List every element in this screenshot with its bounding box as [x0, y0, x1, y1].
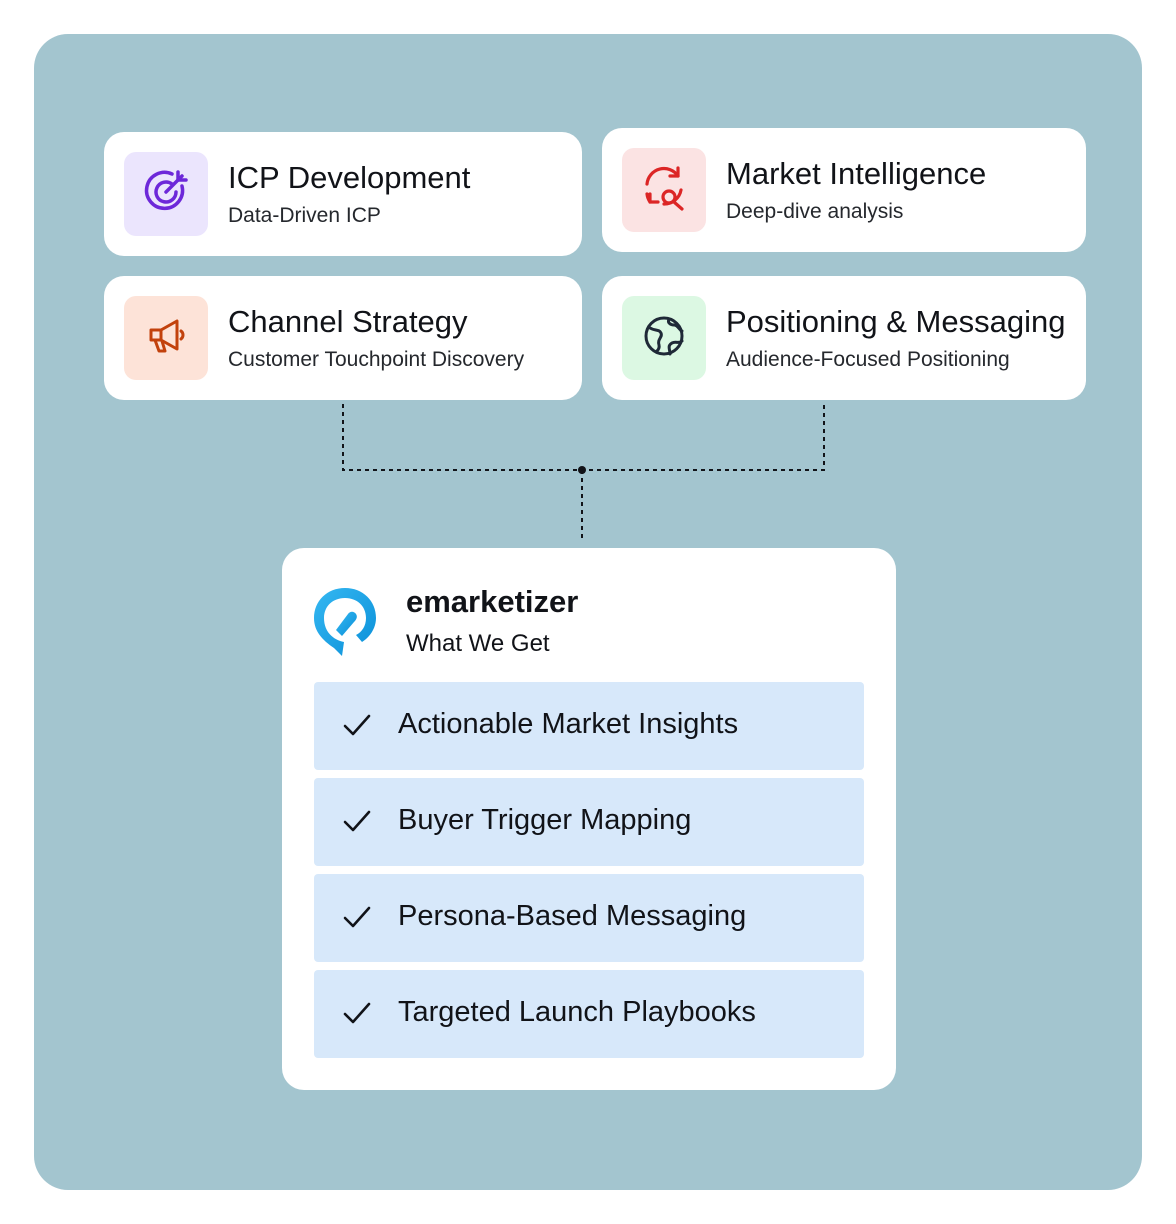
card-subtitle: Audience-Focused Positioning: [726, 348, 1010, 371]
brand-name: emarketizer: [406, 584, 579, 619]
benefit-label: Persona-Based Messaging: [398, 900, 747, 932]
card-title: Positioning & Messaging: [726, 304, 1066, 339]
icon-box-positioning: [622, 296, 706, 380]
benefit-item: Targeted Launch Playbooks: [314, 970, 864, 1058]
card-icp-development: ICP Development Data-Driven ICP: [104, 132, 582, 256]
target-icon: [138, 164, 194, 225]
check-icon: [342, 904, 372, 930]
connector-junction-dot: [578, 466, 586, 474]
card-title: Market Intelligence: [726, 156, 987, 191]
benefit-item: Persona-Based Messaging: [314, 874, 864, 962]
globe-icon: [639, 311, 689, 366]
benefit-label: Targeted Launch Playbooks: [398, 996, 756, 1028]
card-positioning-messaging: Positioning & Messaging Audience-Focused…: [602, 276, 1086, 400]
check-icon: [342, 1000, 372, 1026]
card-title: ICP Development: [228, 160, 471, 195]
megaphone-icon: [141, 311, 191, 366]
benefit-item: Actionable Market Insights: [314, 682, 864, 770]
result-subtitle: What We Get: [406, 630, 550, 657]
card-subtitle: Deep-dive analysis: [726, 200, 904, 223]
card-channel-strategy: Channel Strategy Customer Touchpoint Dis…: [104, 276, 582, 400]
icon-box-icp: [124, 152, 208, 236]
check-icon: [342, 808, 372, 834]
benefit-item: Buyer Trigger Mapping: [314, 778, 864, 866]
emarketizer-logo-icon: [312, 586, 378, 658]
card-market-intelligence: Market Intelligence Deep-dive analysis: [602, 128, 1086, 252]
card-subtitle: Data-Driven ICP: [228, 204, 381, 227]
refresh-search-icon: [638, 162, 690, 219]
icon-box-channel: [124, 296, 208, 380]
icon-box-market: [622, 148, 706, 232]
check-icon: [342, 712, 372, 738]
benefit-label: Actionable Market Insights: [398, 708, 739, 740]
result-card: emarketizer What We Get Actionable Marke…: [282, 548, 896, 1090]
card-subtitle: Customer Touchpoint Discovery: [228, 348, 525, 371]
card-title: Channel Strategy: [228, 304, 468, 339]
benefit-label: Buyer Trigger Mapping: [398, 804, 692, 836]
